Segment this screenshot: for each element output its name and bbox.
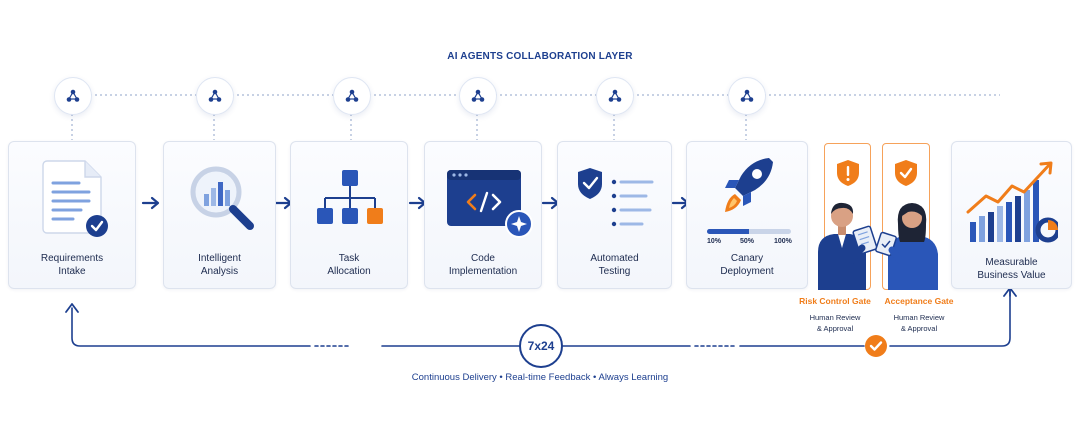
step-label-line2: Intake [58,266,86,277]
step-measurable-business-value: Measurable Business Value [951,141,1072,289]
step-automated-testing: Automated Testing [557,141,672,289]
gate-sub-line2: & Approval [900,324,938,333]
agent-network-icon [208,89,222,102]
agent-network-icon [740,89,754,102]
agent-node-1 [54,77,92,115]
collaboration-layer-title: AI AGENTS COLLABORATION LAYER [447,51,633,62]
org-tree-icon [317,170,383,224]
step-label-line1: Code [471,253,495,264]
step-label-line2: Testing [598,266,631,277]
step-label-line2: Implementation [448,266,518,277]
step-label-line1: Task [338,253,360,264]
code-window-icon [447,170,533,238]
canary-marker-100: 100% [774,238,792,245]
step-label-line2: Allocation [327,266,371,277]
step-requirements-intake: Requirements Intake [8,141,136,289]
risk-control-gate: Risk Control Gate Human Review & Approva… [794,296,876,334]
step-label-line2: Deployment [720,266,774,277]
gate-sub-line2: & Approval [816,324,854,333]
rocket-icon [725,158,773,212]
acceptance-gate: Acceptance Gate Human Review & Approval [876,296,962,334]
agent-network-icon [345,89,359,102]
agent-node-3 [333,77,371,115]
agent-node-4 [459,77,497,115]
step-task-allocation: Task Allocation [290,141,408,289]
step-label-line1: Measurable [985,257,1038,268]
canary-progress-track [707,229,791,234]
step-code-implementation: Code Implementation [424,141,542,289]
step-label-line1: Canary [730,253,764,264]
gate-title: Acceptance Gate [884,296,954,306]
agent-network-icon [66,89,80,102]
document-check-icon [42,160,108,237]
canary-marker-50: 50% [740,238,755,245]
step-intelligent-analysis: Intelligent Analysis [163,141,276,289]
agent-node-6 [728,77,766,115]
reviewer-female [875,203,938,290]
agent-network-icon [608,89,622,102]
shield-checklist-icon [578,168,654,227]
step-canary-deployment: 10% 50% 100% Canary Deployment [686,141,808,289]
step-label-line2: Business Value [977,270,1046,281]
approval-check-icon [865,335,887,357]
warning-shield-icon [837,160,859,186]
gate-sub-line1: Human Review [809,313,861,322]
human-reviewers-illustration [818,202,938,290]
canary-progress-fill [707,229,749,234]
step-label-line1: Automated [590,253,639,264]
gate-title: Risk Control Gate [799,296,871,306]
agent-network-icon [471,89,485,102]
step-label-line1: Requirements [40,253,104,264]
agent-node-5 [596,77,634,115]
magnifier-chart-icon [190,166,254,230]
loop-tagline: Continuous Delivery • Real-time Feedback… [411,372,669,383]
agent-node-2 [196,77,234,115]
gate-sub-line1: Human Review [893,313,945,322]
step-label-line1: Intelligent [198,253,241,264]
growth-chart-icon [966,161,1058,243]
canary-marker-10: 10% [707,238,722,245]
always-on-badge: 7x24 [519,324,563,368]
reviewer-male [818,202,878,290]
check-shield-icon [895,160,917,186]
step-label-line2: Analysis [200,266,239,277]
